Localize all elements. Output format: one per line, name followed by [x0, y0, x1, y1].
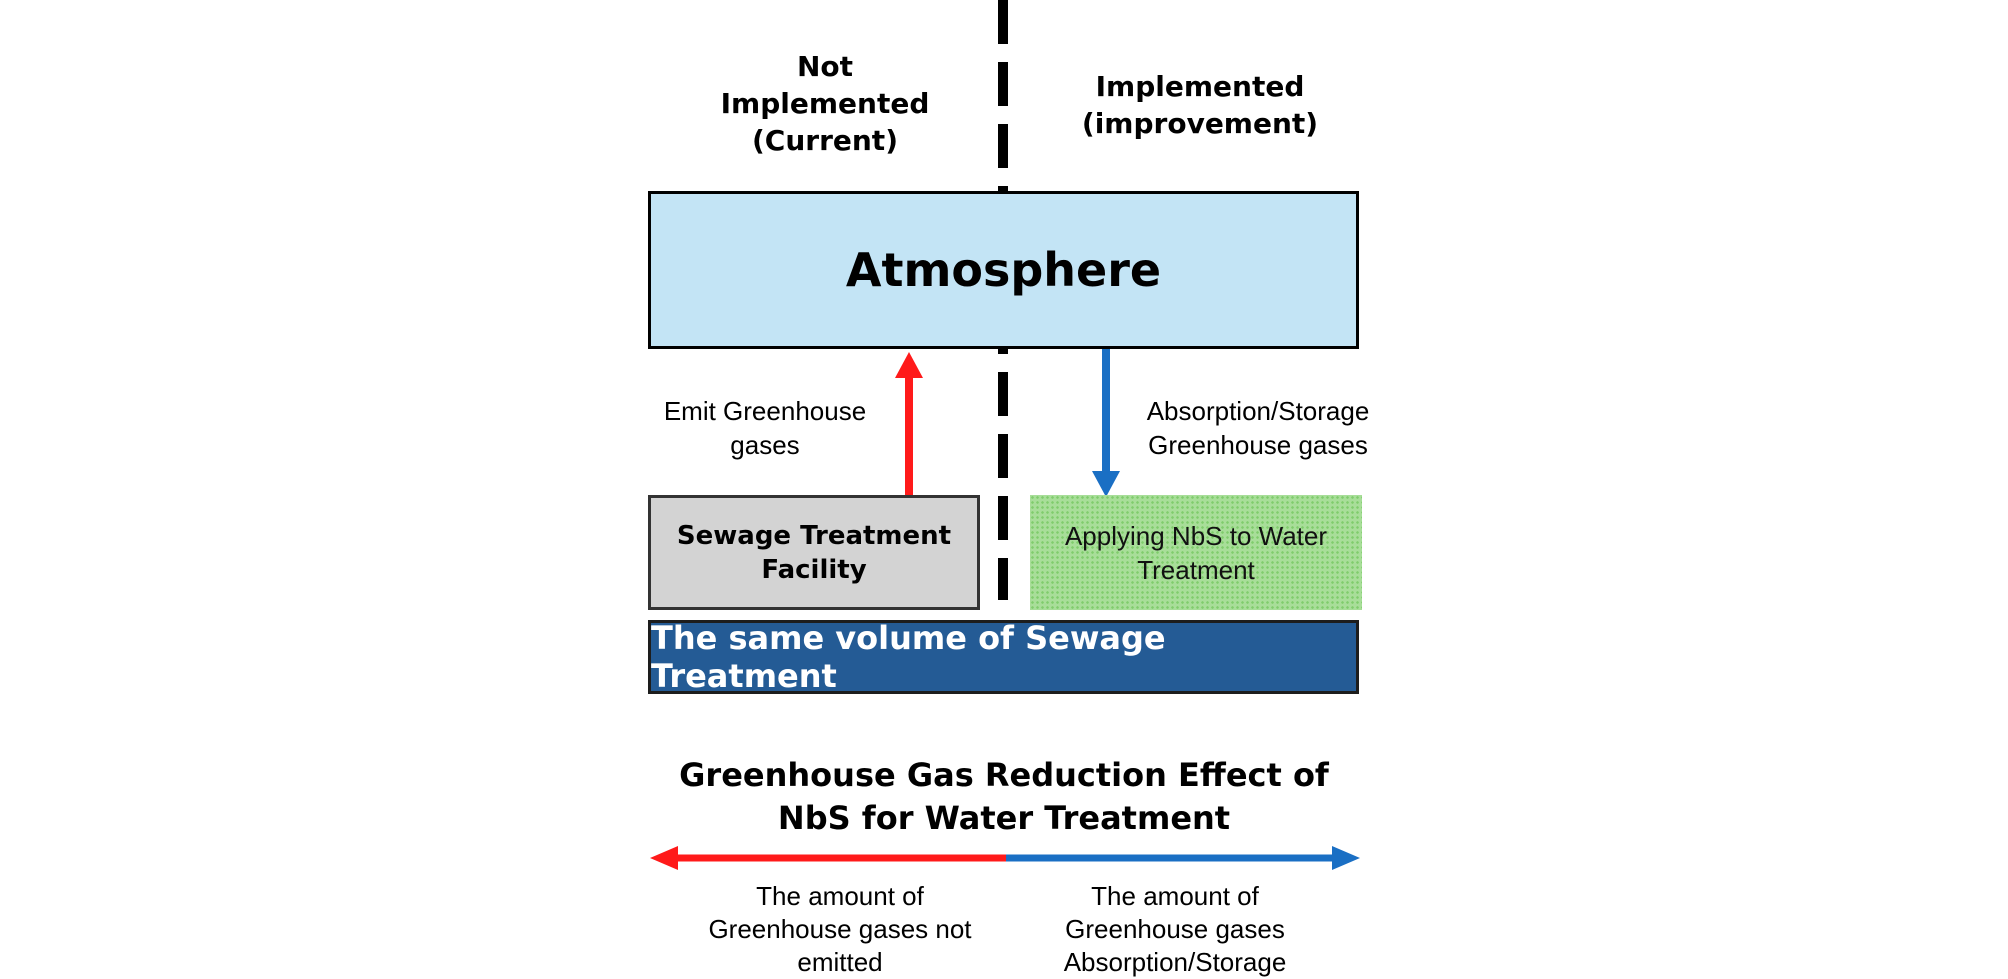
same-volume-label: The same volume of Sewage Treatment — [651, 619, 1166, 695]
same-volume-box: The same volume of Sewage Treatment — [648, 619, 1359, 695]
header-not-implemented: Not Implemented (Current) — [720, 50, 930, 157]
absorb-arrow — [1092, 349, 1120, 497]
nbs-treatment-label: Applying NbS to Water Treatment — [1064, 520, 1328, 585]
atmosphere-box: Atmosphere — [648, 191, 1359, 349]
effect-title: Greenhouse Gas Reduction Effect of NbS f… — [679, 756, 1329, 837]
absorb-label: Absorption/Storage Greenhouse gases — [1146, 396, 1370, 460]
effect-double-arrow — [650, 846, 1360, 870]
sewage-facility-box: Sewage Treatment Facility — [648, 495, 980, 610]
emit-label: Emit Greenhouse gases — [663, 396, 867, 460]
sewage-facility-label: Sewage Treatment Facility — [676, 520, 952, 585]
absorption-storage-label: The amount of Greenhouse gases Absorptio… — [1063, 881, 1287, 977]
header-implemented: Implemented (improvement) — [1081, 70, 1319, 140]
not-emitted-label: The amount of Greenhouse gases not emitt… — [708, 881, 972, 977]
nbs-treatment-box: Applying NbS to Water Treatment — [1030, 495, 1362, 610]
emit-arrow — [895, 352, 923, 495]
atmosphere-label: Atmosphere — [845, 243, 1162, 297]
